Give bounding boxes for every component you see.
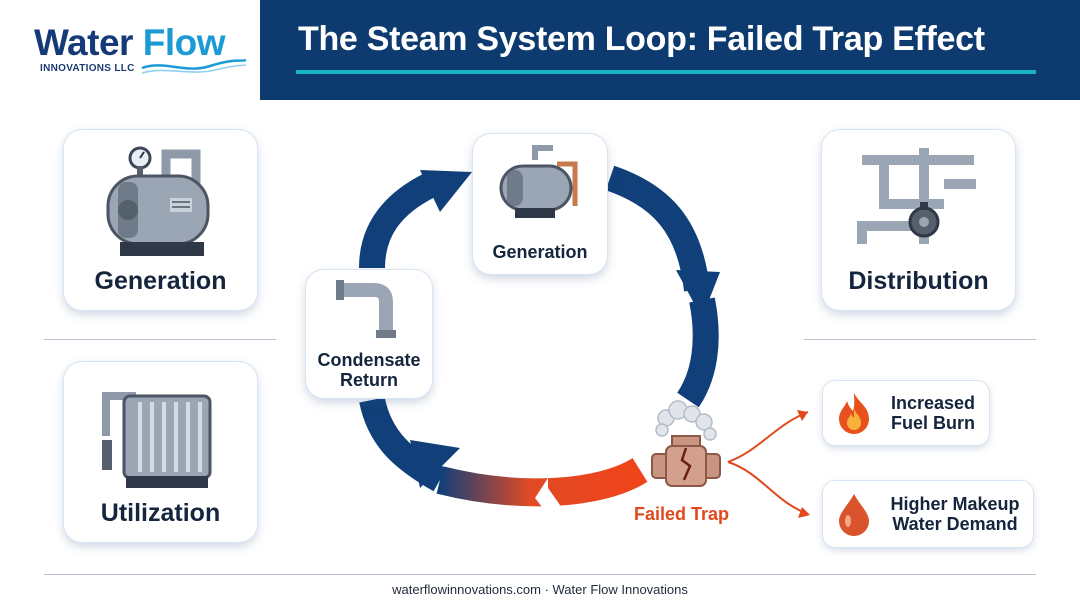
arrow-trap-to-return — [436, 457, 648, 507]
divider-left — [44, 339, 276, 340]
effect-water-text: Higher Makeup Water Demand — [881, 481, 1029, 547]
arrowhead-left-lower — [410, 440, 460, 488]
effect-makeup-water: Higher Makeup Water Demand — [823, 481, 1033, 547]
wave-icon — [141, 58, 247, 74]
arrow-generation-to-distribution — [605, 165, 710, 292]
panel-label-generation: Generation — [94, 267, 227, 295]
header-banner: The Steam System Loop: Failed Trap Effec… — [260, 0, 1080, 100]
effect-fuel-line2: Fuel Burn — [891, 413, 975, 433]
arrow-return-to-generation — [359, 173, 437, 269]
panel-label-distribution: Distribution — [848, 267, 989, 295]
logo: Water Flow INNOVATIONS LLC — [0, 0, 260, 100]
elbow-pipe-icon — [336, 280, 396, 338]
title-underline — [296, 70, 1036, 74]
break-notch — [532, 478, 560, 528]
effect-arrowhead-water — [798, 507, 810, 518]
arrow-right-lower — [676, 297, 719, 408]
loop-node-condensate-return: Condensate Return — [306, 270, 432, 398]
valve-piping-icon — [857, 148, 976, 244]
loop-node-generation: Generation — [473, 134, 607, 274]
logo-subtitle: INNOVATIONS LLC — [40, 63, 135, 74]
heat-exchanger-icon — [102, 392, 212, 488]
arrowhead-generation — [420, 170, 472, 212]
effect-arrow-fuel — [727, 411, 809, 463]
water-drop-icon — [839, 494, 869, 536]
effect-arrowhead-fuel — [797, 410, 808, 421]
failed-trap-label: Failed Trap — [634, 504, 730, 524]
logo-brand: Water Flow — [34, 22, 225, 64]
loop-label-condensate: Condensate Return — [306, 350, 432, 390]
loop-label-condensate-line1: Condensate — [317, 350, 421, 370]
divider-right — [804, 339, 1036, 340]
boiler-icon — [106, 146, 210, 256]
logo-word-water: Water — [34, 22, 133, 63]
failed-trap-icon — [651, 400, 721, 487]
panel-label-utilization: Utilization — [100, 499, 221, 527]
divider-footer — [44, 574, 1036, 575]
flame-icon — [839, 393, 869, 434]
effect-fuel-text: Increased Fuel Burn — [881, 381, 985, 445]
effect-water-line2: Water Demand — [892, 514, 1018, 534]
logo-word-flow: Flow — [142, 22, 226, 63]
effect-arrow-water — [727, 461, 809, 515]
effect-water-line1: Higher Makeup — [890, 494, 1020, 514]
loop-label-generation: Generation — [492, 242, 588, 262]
arrowhead-right-upper — [676, 270, 720, 318]
effect-fuel-line1: Increased — [890, 393, 976, 413]
panel-distribution: Distribution — [822, 130, 1015, 310]
footer-text: waterflowinnovations.com · Water Flow In… — [392, 582, 688, 597]
panel-utilization: Utilization — [64, 362, 257, 542]
panel-generation: Generation — [64, 130, 257, 310]
effect-fuel-burn: Increased Fuel Burn — [823, 381, 989, 445]
page-title: The Steam System Loop: Failed Trap Effec… — [298, 20, 985, 58]
tank-icon — [499, 145, 578, 218]
loop-label-condensate-line2: Return — [340, 370, 398, 390]
